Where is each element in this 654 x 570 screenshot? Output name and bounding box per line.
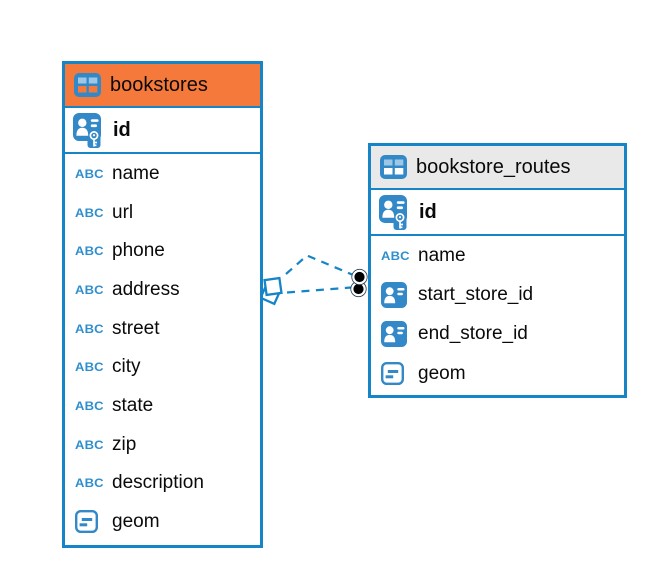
column-name: description — [112, 472, 204, 494]
column-name: id — [113, 119, 131, 141]
table-bookstores[interactable]: bookstores — [62, 61, 263, 548]
many-end-marker-back — [259, 282, 282, 306]
person-key-icon — [73, 112, 105, 148]
column-name: geom — [418, 362, 466, 384]
column-row-description[interactable]: ABC description — [65, 464, 260, 503]
column-name: street — [112, 317, 160, 339]
table-icon — [74, 73, 101, 97]
column-row-phone[interactable]: ABC phone — [65, 231, 260, 270]
table-bookstores-columns: ABC name ABC url ABC phone ABC address A… — [65, 154, 260, 541]
column-name: id — [419, 201, 437, 223]
column-row-geom[interactable]: geom — [65, 502, 260, 541]
abc-icon: ABC — [75, 359, 104, 374]
abc-icon: ABC — [75, 437, 104, 452]
table-bookstore-routes[interactable]: bookstore_routes — [368, 143, 627, 398]
many-end-marker-front — [263, 276, 283, 297]
column-name: start_store_id — [418, 284, 534, 306]
column-row-state[interactable]: ABC state — [65, 386, 260, 425]
column-row-start-store-id[interactable]: start_store_id — [371, 275, 624, 314]
column-row-address[interactable]: ABC address — [65, 270, 260, 309]
blob-icon — [75, 510, 103, 534]
relationship-line-upper[interactable] — [285, 254, 353, 276]
column-row-id[interactable]: id — [65, 108, 260, 154]
key-glyph — [395, 212, 405, 228]
table-icon — [380, 155, 407, 179]
column-row-id[interactable]: id — [371, 190, 624, 236]
column-row-city[interactable]: ABC city — [65, 347, 260, 386]
column-row-geom[interactable]: geom — [371, 354, 624, 393]
column-row-zip[interactable]: ABC zip — [65, 425, 260, 464]
relationship-line-lower[interactable] — [286, 286, 352, 294]
column-name: address — [112, 278, 180, 300]
blob-icon — [381, 361, 409, 385]
column-name: state — [112, 394, 154, 416]
abc-icon: ABC — [381, 248, 410, 263]
column-name: city — [112, 356, 141, 378]
abc-icon: ABC — [75, 475, 104, 490]
column-name: end_store_id — [418, 323, 528, 345]
abc-icon: ABC — [75, 282, 104, 297]
table-bookstore-routes-columns: ABC name start_store_id — [371, 236, 624, 393]
column-name: phone — [112, 240, 165, 262]
column-name: geom — [112, 511, 160, 533]
abc-icon: ABC — [75, 398, 104, 413]
column-row-name[interactable]: ABC name — [371, 236, 624, 275]
column-row-url[interactable]: ABC url — [65, 193, 260, 232]
column-name: url — [112, 201, 134, 223]
one-end-dot-front — [351, 268, 368, 286]
column-name: name — [418, 245, 466, 267]
table-bookstores-header[interactable]: bookstores — [65, 64, 260, 108]
column-name: zip — [112, 433, 137, 455]
column-name: name — [112, 162, 160, 184]
table-title: bookstore_routes — [416, 156, 571, 178]
one-end-dot-back — [350, 280, 367, 298]
abc-icon: ABC — [75, 204, 104, 220]
abc-icon: ABC — [75, 243, 104, 258]
table-bookstore-routes-header[interactable]: bookstore_routes — [371, 146, 624, 190]
abc-icon: ABC — [75, 166, 104, 181]
abc-icon: ABC — [75, 320, 104, 336]
column-row-street[interactable]: ABC street — [65, 309, 260, 348]
column-row-end-store-id[interactable]: end_store_id — [371, 314, 624, 353]
person-icon — [381, 281, 409, 308]
person-key-icon — [379, 194, 411, 230]
key-glyph — [89, 130, 99, 146]
table-title: bookstores — [110, 74, 208, 96]
person-icon — [381, 320, 409, 347]
column-row-name[interactable]: ABC name — [65, 154, 260, 193]
